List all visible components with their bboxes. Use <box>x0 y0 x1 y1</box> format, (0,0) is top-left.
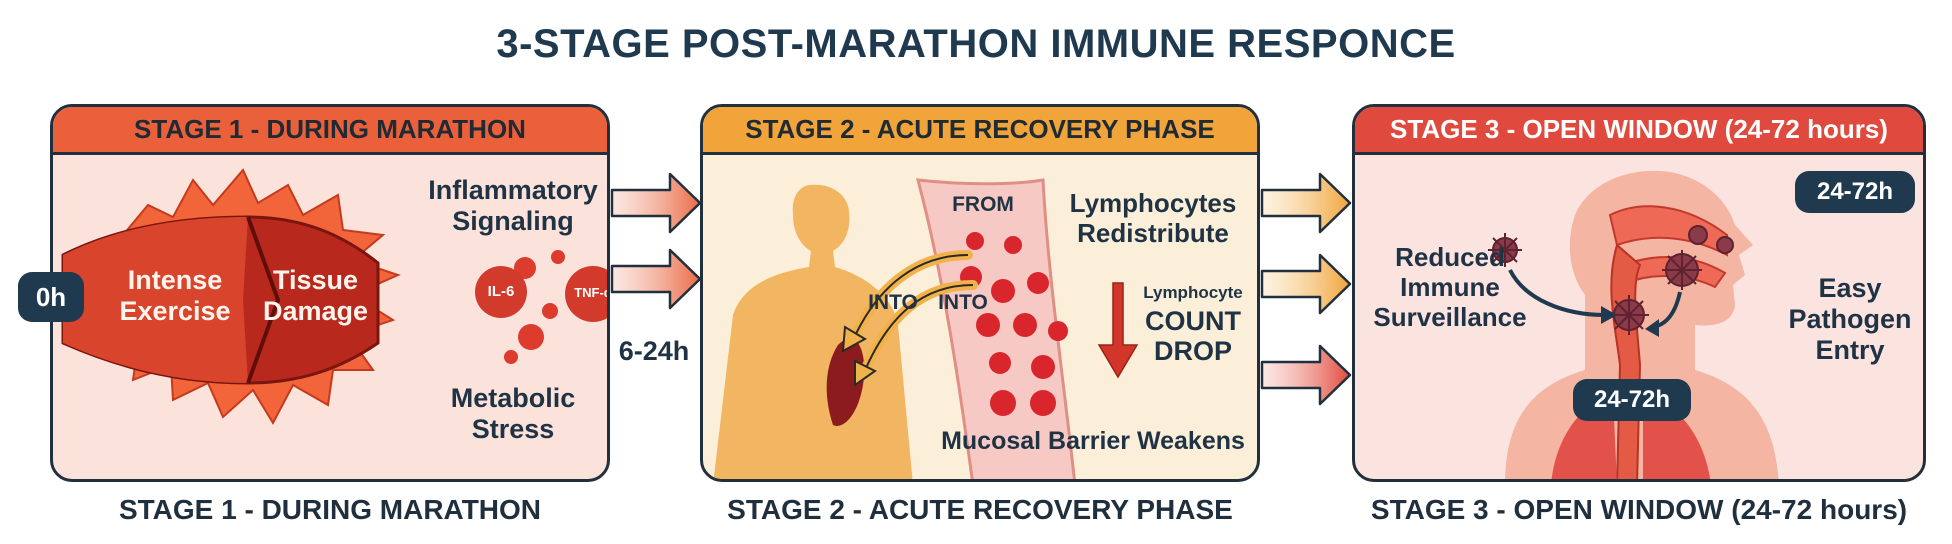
arrow-upper <box>610 172 702 234</box>
stage1-to-stage2-arrows <box>610 172 702 310</box>
human-silhouette <box>713 184 913 479</box>
from-label: FROM <box>952 193 1014 216</box>
stage3-header: STAGE 3 - OPEN WINDOW (24-72 hours) <box>1355 107 1923 155</box>
stage1-caption: STAGE 1 - DURING MARATHON <box>118 494 542 525</box>
time-24-72h-bottom-badge: 24-72h <box>1573 379 1691 421</box>
lymphocyte-small-label: Lymphocyte <box>1143 283 1243 302</box>
mucosal-barrier-label: Mucosal Barrier Weakens <box>941 427 1245 455</box>
arrow-middle <box>1260 253 1352 315</box>
stage3-caption: STAGE 3 - OPEN WINDOW (24-72 hours) <box>1370 494 1908 525</box>
into-label-2: INTO <box>938 291 988 314</box>
il6-label: IL-6 <box>487 283 515 300</box>
stage2-caption: STAGE 2 - ACUTE RECOVERY PHASE <box>727 494 1233 525</box>
arrow-lower <box>1260 344 1352 406</box>
body-lymphocyte-illustration <box>713 178 1139 479</box>
time-0h-badge: 0h <box>18 272 84 322</box>
stage2-to-stage3-arrows <box>1260 172 1352 406</box>
time-6-24h-label: 6-24h <box>618 336 690 366</box>
stage1-header: STAGE 1 - DURING MARATHON <box>53 107 607 155</box>
into-label-1: INTO <box>868 291 918 314</box>
arrow-lower <box>610 248 702 310</box>
reduced-surveillance-arrow <box>1508 269 1606 317</box>
tnf-molecule <box>565 266 607 322</box>
tnf-label: TNF-α <box>574 285 610 300</box>
il6-molecule <box>475 266 527 318</box>
stage2-panel: STAGE 2 - ACUTE RECOVERY PHASE <box>700 104 1260 482</box>
muscle-burst-illustration <box>61 168 607 426</box>
time-24-72h-top-badge: 24-72h <box>1795 171 1915 213</box>
count-drop-arrow <box>1097 282 1139 379</box>
stage3-panel: STAGE 3 - OPEN WINDOW (24-72 hours) <box>1352 104 1926 482</box>
arrow-upper <box>1260 172 1352 234</box>
stage2-header: STAGE 2 - ACUTE RECOVERY PHASE <box>703 107 1257 155</box>
diagram-title: 3-STAGE POST-MARATHON IMMUNE RESPONCE <box>496 22 1456 66</box>
